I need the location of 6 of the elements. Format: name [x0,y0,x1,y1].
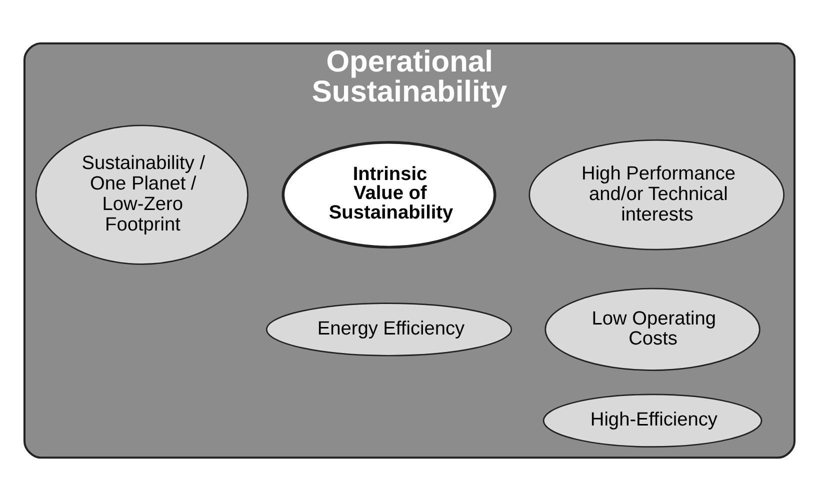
node-ellipse: High-Efficiency [542,394,762,448]
node-ellipse: Sustainability / One Planet / Low-Zero Footprint [35,124,248,265]
node-ellipse: Low Operating Costs [544,288,760,371]
node-ellipse: Energy Efficiency [266,302,512,356]
node-ellipse: High Performance and/or Technical interests [528,139,785,250]
node-ellipse: Intrinsic Value of Sustainability [282,141,496,249]
